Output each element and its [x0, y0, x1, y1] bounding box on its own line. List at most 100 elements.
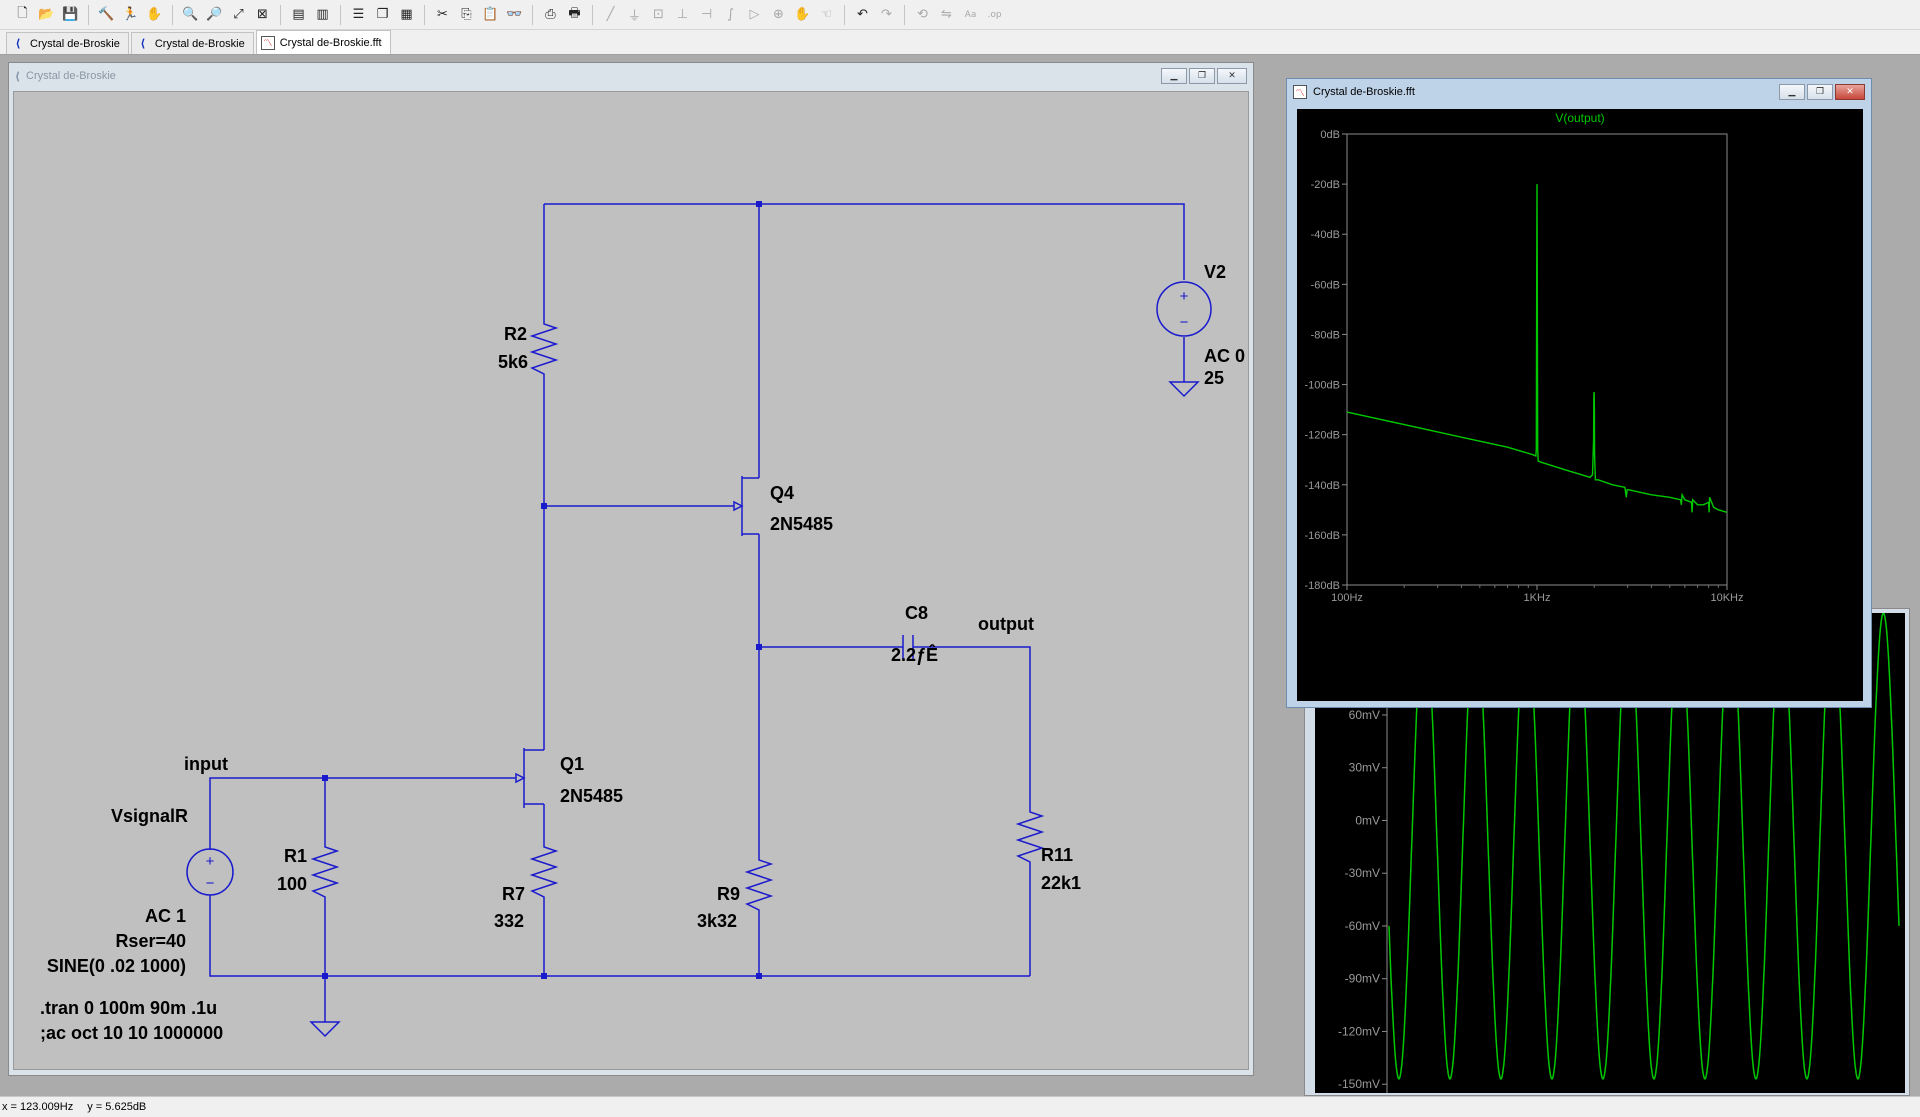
v2-ac[interactable]: AC 0: [1204, 346, 1245, 366]
find-button[interactable]: 👓: [504, 4, 525, 25]
drag-button[interactable]: ☜: [816, 4, 837, 25]
q4-model[interactable]: 2N5485: [770, 514, 833, 534]
text-button[interactable]: Aa: [960, 4, 981, 25]
pan-button[interactable]: ✋: [144, 4, 165, 25]
copy-button[interactable]: ⎘: [456, 4, 477, 25]
input-wire[interactable]: [209, 777, 502, 850]
fft-plot[interactable]: V(output) 0dB-20dB-40dB-60dB-80dB-100dB-…: [1297, 109, 1863, 701]
junction: [322, 775, 328, 781]
r1-value[interactable]: 100: [277, 874, 307, 894]
tile-horizontal-button[interactable]: ☰: [348, 4, 369, 25]
r11-name[interactable]: R11: [1041, 845, 1073, 865]
fft-maximize-button[interactable]: ❐: [1807, 84, 1833, 100]
tab-0[interactable]: ⟨Crystal de-Broskie: [6, 32, 129, 54]
cut-button[interactable]: ✂: [432, 4, 453, 25]
r7-name[interactable]: R7: [502, 884, 525, 904]
r9-resistor[interactable]: [744, 850, 774, 976]
spice-directive-button[interactable]: .op: [984, 4, 1005, 25]
output-wire[interactable]: [913, 646, 1031, 802]
paste-button[interactable]: 📋: [480, 4, 501, 25]
component-button[interactable]: ⊕: [768, 4, 789, 25]
diode-button[interactable]: ▷: [744, 4, 765, 25]
run-button[interactable]: 🏃: [120, 4, 141, 25]
v2-name[interactable]: V2: [1204, 262, 1226, 282]
schematic-window-titlebar[interactable]: ⟨ Crystal de-Broskie: [9, 63, 1253, 89]
print-button[interactable]: 🖶: [564, 4, 585, 25]
close-button[interactable]: ✕: [1217, 68, 1247, 84]
fit-button[interactable]: ▥: [312, 4, 333, 25]
autorange-y-button[interactable]: ▤: [288, 4, 309, 25]
q4-name[interactable]: Q4: [770, 483, 794, 503]
print-setup-button[interactable]: ⎙: [540, 4, 561, 25]
move-button[interactable]: ✋: [792, 4, 813, 25]
component-icon: ⊕: [773, 7, 784, 22]
save-button[interactable]: 💾: [60, 4, 81, 25]
vsig-ac[interactable]: AC 1: [145, 906, 186, 926]
q1-model[interactable]: 2N5485: [560, 786, 623, 806]
fft-window[interactable]: 〽 Crystal de-Broskie.fft ▁ ❐ ✕ V(output)…: [1286, 78, 1872, 708]
maximize-button[interactable]: ❐: [1189, 68, 1215, 84]
v2-dc[interactable]: 25: [1204, 368, 1224, 388]
fft-chart: V(output) 0dB-20dB-40dB-60dB-80dB-100dB-…: [1305, 111, 1744, 604]
ground-icon: ⏚: [627, 9, 641, 24]
open-button[interactable]: 📂: [36, 4, 57, 25]
resistor-button[interactable]: ⊥: [672, 4, 693, 25]
junction: [756, 201, 762, 207]
control-panel-button[interactable]: 🔨: [96, 4, 117, 25]
zoom-full-button[interactable]: ⤢: [228, 4, 249, 25]
top-rail-wire[interactable]: [544, 203, 1185, 280]
r2-name[interactable]: R2: [504, 324, 527, 344]
label-net-button[interactable]: ⊡: [648, 4, 669, 25]
r9-value[interactable]: 3k32: [697, 911, 737, 931]
ac-directive[interactable]: ;ac oct 10 10 1000000: [40, 1023, 223, 1043]
input-net-label[interactable]: input: [184, 754, 228, 774]
draw-wire-button[interactable]: ╱: [600, 4, 621, 25]
fft-minimize-button[interactable]: ▁: [1779, 84, 1805, 100]
schematic-window[interactable]: ⟨ Crystal de-Broskie ▁ ❐ ✕: [8, 62, 1254, 1076]
fft-window-titlebar[interactable]: 〽 Crystal de-Broskie.fft: [1287, 79, 1871, 105]
r2-resistor[interactable]: [529, 314, 559, 387]
fft-trace-label[interactable]: V(output): [1555, 111, 1604, 125]
c8-value[interactable]: 2.2ƒÊ: [891, 644, 938, 665]
ground-bus-wire[interactable]: [209, 895, 1030, 977]
mirror-button[interactable]: ⇋: [936, 4, 957, 25]
move-icon: ✋: [794, 7, 811, 22]
fft-close-button[interactable]: ✕: [1835, 84, 1865, 100]
tab-2[interactable]: 〽Crystal de-Broskie.fft: [255, 30, 391, 54]
zoom-in-button[interactable]: 🔍: [180, 4, 201, 25]
new-schematic-button[interactable]: 🗋: [12, 4, 33, 25]
label-net-icon: ⊡: [653, 7, 664, 22]
rotate-button[interactable]: ⟲: [912, 4, 933, 25]
vsig-rser[interactable]: Rser=40: [115, 931, 186, 951]
tran-directive[interactable]: .tran 0 100m 90m .1u: [40, 998, 217, 1018]
inductor-button[interactable]: ∫: [720, 4, 741, 25]
drag-icon: ☜: [820, 7, 833, 22]
ground-button[interactable]: ⏚: [624, 4, 645, 25]
r1-resistor[interactable]: [310, 837, 340, 917]
output-net-label[interactable]: output: [978, 614, 1034, 634]
redo-button[interactable]: ↷: [876, 4, 897, 25]
tab-1[interactable]: ⟨Crystal de-Broskie: [130, 32, 254, 54]
undo-button[interactable]: ↶: [852, 4, 873, 25]
v2-source[interactable]: [1156, 281, 1212, 337]
vsig-name[interactable]: VsignalR: [111, 806, 188, 826]
r1-name[interactable]: R1: [284, 846, 307, 866]
r9-name[interactable]: R9: [717, 884, 740, 904]
q1-name[interactable]: Q1: [560, 754, 584, 774]
r11-value[interactable]: 22k1: [1041, 873, 1081, 893]
c8-name[interactable]: C8: [905, 603, 928, 623]
r11-resistor[interactable]: [1015, 802, 1045, 882]
capacitor-button[interactable]: ⊣: [696, 4, 717, 25]
tile-vertical-button[interactable]: ▦: [396, 4, 417, 25]
schematic-canvas[interactable]: + − + − R2 5k6 Q4 2N5485 V2 AC 0 25 C8 2…: [13, 91, 1249, 1070]
vsig-sine[interactable]: SINE(0 .02 1000): [47, 956, 186, 976]
r7-value[interactable]: 332: [494, 911, 524, 931]
r2-value[interactable]: 5k6: [498, 352, 528, 372]
zoom-cancel-button[interactable]: ⊠: [252, 4, 273, 25]
zoom-out-button[interactable]: 🔎: [204, 4, 225, 25]
vsignal-source[interactable]: [186, 848, 234, 896]
fft-x-tick-label: 100Hz: [1331, 592, 1363, 604]
minimize-button[interactable]: ▁: [1161, 68, 1187, 84]
r7-resistor[interactable]: [529, 837, 559, 917]
cascade-button[interactable]: ❐: [372, 4, 393, 25]
